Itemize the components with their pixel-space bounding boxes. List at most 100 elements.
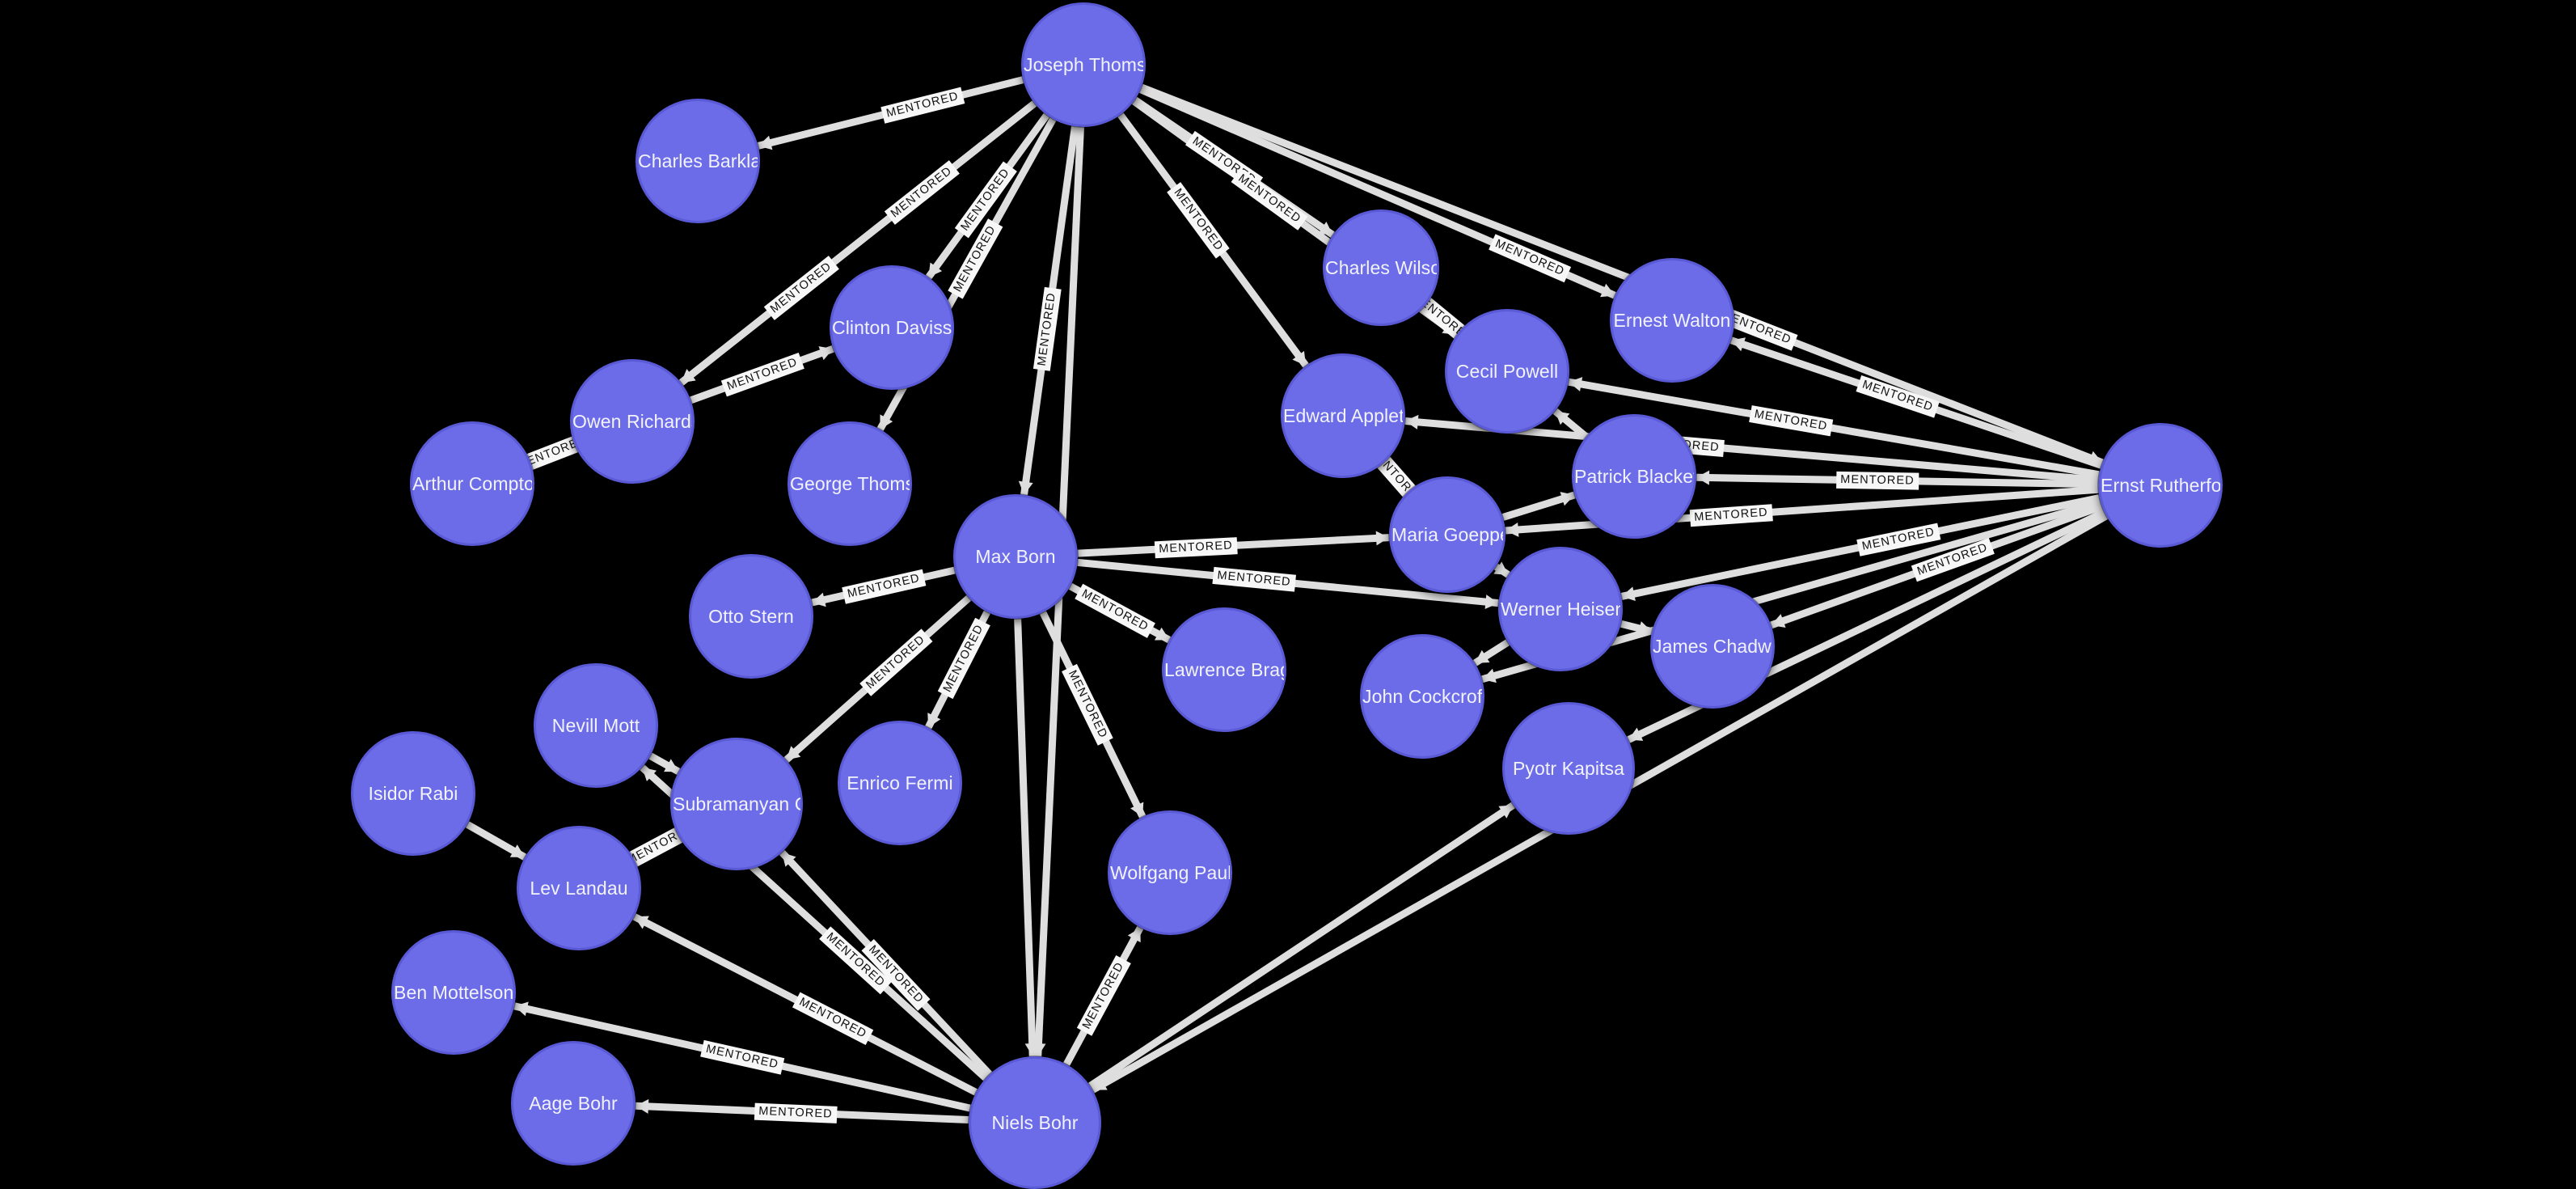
graph-node-label: Lawrence Bragg xyxy=(1164,658,1284,680)
edge-arrowhead xyxy=(1130,802,1144,817)
edge-label: MENTORED xyxy=(792,992,873,1045)
edge-label: MENTORED xyxy=(1076,955,1130,1036)
edge-label: MENTORED xyxy=(700,1039,784,1075)
edge-arrowhead xyxy=(1621,586,1636,602)
edge-label: MENTORED xyxy=(1489,234,1571,283)
edge-arrowhead xyxy=(1560,492,1575,506)
graph-node-label: Pyotr Kapitsa xyxy=(1512,757,1625,779)
graph-node-clinton_davisson[interactable]: Clinton Davisson xyxy=(830,265,954,390)
edge-label: MENTORED xyxy=(1062,663,1113,745)
graph-node-label: Joseph Thomson xyxy=(1024,53,1143,75)
edge-label: MENTORED xyxy=(720,353,804,396)
edge-arrowhead xyxy=(664,759,679,772)
graph-node-ben_mottelson[interactable]: Ben Mottelson xyxy=(391,930,516,1055)
graph-edge[interactable] xyxy=(1087,802,1516,1090)
edge-label: MENTORED xyxy=(1856,523,1941,556)
graph-node-label: Subramanyan Cha... xyxy=(673,793,800,815)
edge-label: MENTORED xyxy=(1856,375,1940,418)
edge-label: MENTORED xyxy=(1033,287,1061,371)
graph-node-isidor_rabi[interactable]: Isidor Rabi xyxy=(351,731,475,856)
edge-arrowhead xyxy=(1292,350,1307,366)
graph-node-label: Lev Landau xyxy=(530,877,628,899)
edge-arrowhead xyxy=(1018,480,1033,495)
graph-edge[interactable] xyxy=(1568,378,2100,479)
graph-node-charles_wilson[interactable]: Charles Wilson xyxy=(1323,209,1439,326)
graph-node-pyotr_kapitsa[interactable]: Pyotr Kapitsa xyxy=(1502,702,1635,835)
edge-label: MENTORED xyxy=(1911,538,1995,582)
edge-label: MENTORED xyxy=(1689,504,1772,527)
graph-node-label: Aage Bohr xyxy=(529,1092,618,1114)
graph-node-max_born[interactable]: Max Born xyxy=(953,494,1078,619)
graph-node-lawrence_bragg[interactable]: Lawrence Bragg xyxy=(1162,607,1286,732)
graph-node-werner_heisenberg[interactable]: Werner Heisenberg xyxy=(1498,547,1623,671)
edge-arrowhead xyxy=(1482,668,1497,683)
graph-node-label: Wolfgang Pauli xyxy=(1110,861,1230,883)
graph-node-nevill_mott[interactable]: Nevill Mott xyxy=(534,663,658,788)
edge-label: MENTORED xyxy=(1167,182,1230,259)
edge-arrowhead xyxy=(1154,627,1170,641)
graph-node-label: Enrico Fermi xyxy=(847,772,953,793)
edge-arrowhead xyxy=(758,135,773,150)
graph-node-george_thomson[interactable]: George Thomson xyxy=(788,421,912,546)
edge-arrowhead xyxy=(782,852,796,867)
graph-node-aage_bohr[interactable]: Aage Bohr xyxy=(511,1041,636,1166)
graph-node-label: Nevill Mott xyxy=(551,714,640,736)
graph-node-label: Niels Bohr xyxy=(991,1111,1079,1133)
edge-label: MENTORED xyxy=(859,628,932,696)
graph-node-label: Clinton Davisson xyxy=(832,316,952,338)
edge-arrowhead xyxy=(1505,522,1519,537)
graph-edge[interactable] xyxy=(678,100,1037,386)
edge-label: MENTORED xyxy=(763,256,839,320)
graph-node-john_cockcroft[interactable]: John Cockcroft xyxy=(1360,634,1484,759)
edge-arrowhead xyxy=(786,746,801,760)
graph-node-label: Arthur Compton xyxy=(412,472,532,494)
edge-arrowhead xyxy=(1404,414,1419,429)
graph-node-label: George Thomson xyxy=(790,472,910,494)
graph-node-enrico_fermi[interactable]: Enrico Fermi xyxy=(838,721,962,845)
graph-node-charles_barkla[interactable]: Charles Barkla xyxy=(636,99,760,223)
edge-label: MENTORED xyxy=(1835,471,1919,490)
graph-node-wolfgang_pauli[interactable]: Wolfgang Pauli xyxy=(1108,810,1232,935)
graph-node-label: John Cockcroft xyxy=(1362,685,1482,707)
graph-node-owen_richardson[interactable]: Owen Richardson xyxy=(570,359,695,484)
graph-node-label: Max Born xyxy=(975,545,1056,567)
graph-node-label: Maria Goepper-M... xyxy=(1391,523,1503,545)
edge-arrowhead xyxy=(1127,927,1141,943)
graph-node-label: Werner Heisenberg xyxy=(1501,598,1620,620)
edge-label: MENTORED xyxy=(954,161,1016,238)
graph-node-lev_landau[interactable]: Lev Landau xyxy=(517,826,641,950)
graph-node-patrick_blackett[interactable]: Patrick Blackett xyxy=(1572,414,1696,539)
edge-arrowhead xyxy=(1484,594,1499,610)
graph-node-james_chadwick[interactable]: James Chadwick xyxy=(1650,584,1775,709)
edge-arrowhead xyxy=(928,262,943,277)
graph-node-label: Owen Richardson xyxy=(572,410,692,432)
edge-arrowhead xyxy=(1375,531,1390,546)
edge-arrowhead xyxy=(1600,283,1615,298)
graph-node-label: Ernst Rutherford xyxy=(2101,474,2220,496)
edge-arrowhead xyxy=(1696,470,1710,485)
graph-node-cecil_powell[interactable]: Cecil Powell xyxy=(1445,309,1569,434)
graph-edge[interactable] xyxy=(1140,83,2104,467)
graph-node-label: Cecil Powell xyxy=(1455,360,1559,382)
graph-node-joseph_thomson[interactable]: Joseph Thomson xyxy=(1021,2,1146,127)
graph-node-label: Ben Mottelson xyxy=(394,981,513,1003)
edge-arrowhead xyxy=(927,713,941,728)
edge-arrowhead xyxy=(812,592,826,607)
edge-arrowhead xyxy=(634,916,649,929)
edge-label: MENTORED xyxy=(880,87,965,123)
graph-node-label: Edward Appleton xyxy=(1283,404,1403,426)
edge-arrowhead xyxy=(1498,805,1514,819)
graph-node-arthur_compton[interactable]: Arthur Compton xyxy=(410,421,534,546)
graph-node-ernst_rutherford[interactable]: Ernst Rutherford xyxy=(2098,423,2223,548)
graph-node-maria_goeppert[interactable]: Maria Goepper-M... xyxy=(1389,476,1505,593)
graph-node-niels_bohr[interactable]: Niels Bohr xyxy=(969,1056,1101,1189)
graph-node-otto_stern[interactable]: Otto Stern xyxy=(689,554,813,679)
graph-node-ernest_walton[interactable]: Ernest Walton xyxy=(1610,258,1734,383)
edge-label: MENTORED xyxy=(884,160,959,225)
graph-edge[interactable] xyxy=(1014,618,1037,1057)
edge-arrowhead xyxy=(1771,614,1786,628)
edge-arrowhead xyxy=(1568,377,1583,391)
graph-node-subramanyan_cha[interactable]: Subramanyan Cha... xyxy=(670,738,803,870)
graph-node-edward_appleton[interactable]: Edward Appleton xyxy=(1281,353,1405,478)
